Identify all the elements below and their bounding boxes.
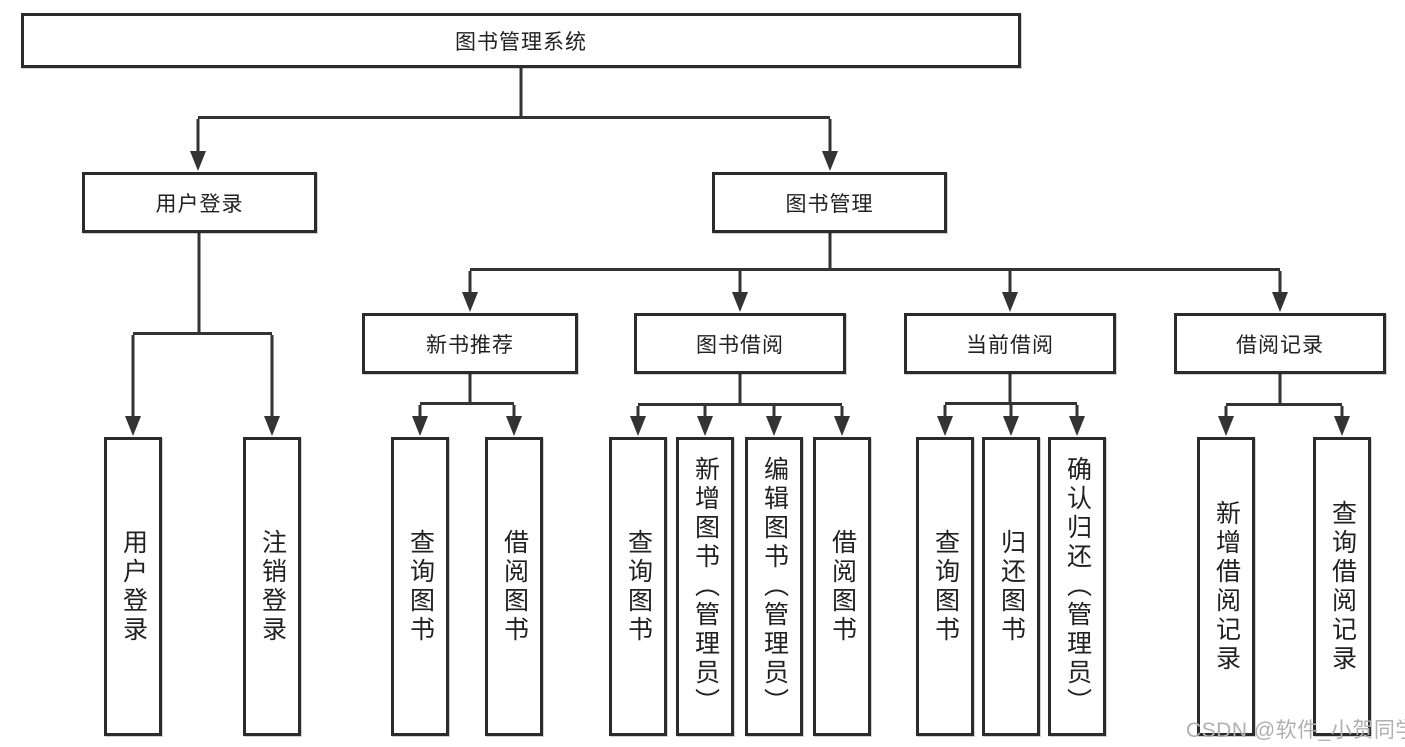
node-new-book-recommend: 新书推荐 — [362, 313, 578, 374]
node-leaf-add-book-admin: 新增图书（管理员） — [676, 437, 734, 736]
node-leaf-query-book-recommend: 查询图书 — [391, 437, 449, 736]
node-leaf-return-book: 归还图书 — [982, 437, 1040, 736]
node-book-management: 图书管理 — [712, 172, 947, 233]
watermark-text: CSDN @软件_小贺同学 — [1186, 719, 1405, 742]
node-leaf-user-login: 用户登录 — [104, 437, 162, 736]
node-current-borrow: 当前借阅 — [904, 313, 1116, 374]
node-leaf-query-book-current: 查询图书 — [916, 437, 974, 736]
node-library-management-system: 图书管理系统 — [21, 13, 1021, 68]
node-leaf-query-borrow-record: 查询借阅记录 — [1313, 437, 1371, 736]
node-leaf-edit-book-admin: 编辑图书（管理员） — [745, 437, 803, 736]
node-user-login: 用户登录 — [82, 172, 317, 233]
node-book-borrow: 图书借阅 — [634, 313, 846, 374]
node-leaf-add-borrow-record: 新增借阅记录 — [1197, 437, 1255, 736]
node-leaf-logout: 注销登录 — [243, 437, 301, 736]
arrowheads — [125, 151, 1350, 436]
node-borrow-records: 借阅记录 — [1174, 313, 1386, 374]
node-leaf-borrow-book-recommend: 借阅图书 — [485, 437, 543, 736]
node-leaf-borrow-book: 借阅图书 — [813, 437, 871, 736]
node-leaf-confirm-return-admin: 确认归还（管理员） — [1048, 437, 1106, 736]
node-leaf-query-book-borrow: 查询图书 — [609, 437, 667, 736]
connector-path — [131, 68, 1344, 418]
